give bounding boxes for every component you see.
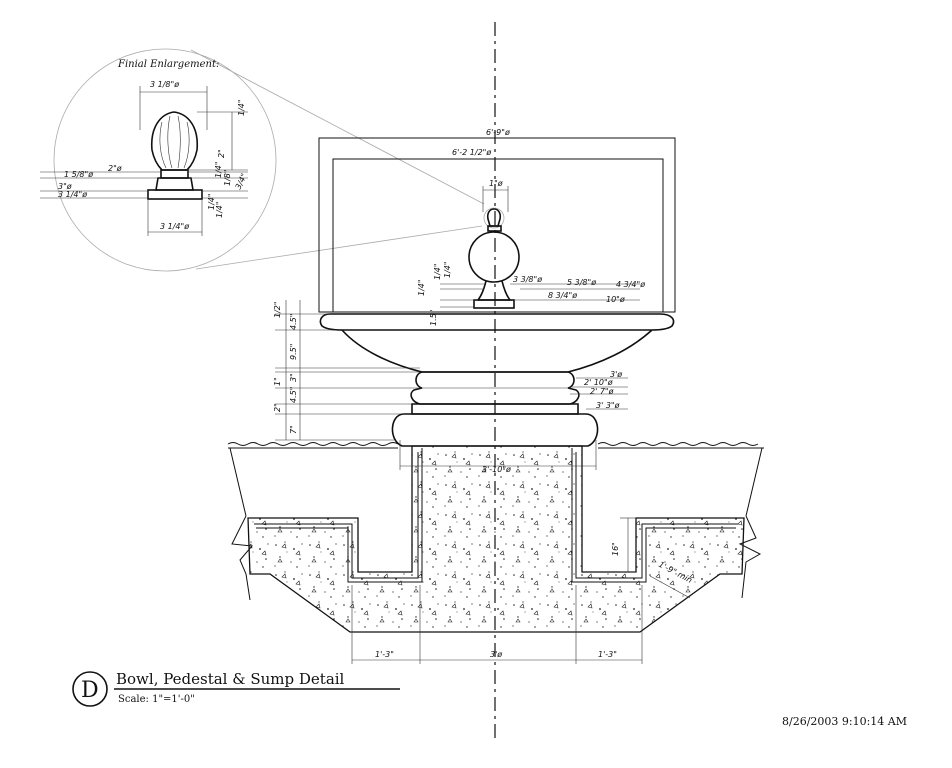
neck-dim-d: 1.5" <box>429 310 438 326</box>
elev-left-7: 2" <box>273 403 282 412</box>
sump-detail: 3'-10"ø 16" 1'-9" min 1'-3" 3'ø 1'-3" <box>227 440 764 664</box>
bowl-assembly: 6'-9"ø 6'-2 1/2"ø 1"ø 3 3/8"ø 5 3/8"ø 4 … <box>273 128 676 447</box>
ball-dim-c: 4 3/4"ø <box>616 280 645 289</box>
sump-right-w: 1'-3" <box>598 650 617 659</box>
elev-left-6: 4.5" <box>289 387 298 403</box>
sump-depth: 16" <box>611 542 620 556</box>
sump-center-w: 3'ø <box>490 650 502 659</box>
elev-right-3: 2' 7"ø <box>590 387 614 396</box>
elev-right-4: 3' 3"ø <box>596 401 620 410</box>
finial-enlargement: Finial Enlargement: 3 1/8"ø 2"ø 1 5/8"ø … <box>40 48 505 272</box>
sump-left-w: 1'-3" <box>375 650 394 659</box>
ball-dim-a: 3 3/8"ø <box>513 275 542 284</box>
finial-top-dia: 1"ø <box>489 179 503 188</box>
neck-dim-c: 1/4" <box>417 279 426 296</box>
elev-left-4: 3" <box>289 373 298 382</box>
finial-height: 2" <box>217 149 226 158</box>
sump-top-dia: 3'-10"ø <box>482 465 511 474</box>
detail-letter: D <box>81 678 99 703</box>
finial-left-c: 3"ø <box>58 182 72 191</box>
finial-mid-a: 1/4" <box>214 161 223 178</box>
elev-right-2: 2' 10"ø <box>584 378 613 387</box>
finial-side-a: 1/4" <box>207 193 216 210</box>
ball-dim-e: 10"ø <box>606 295 625 304</box>
elev-left-5: 1" <box>273 377 282 386</box>
detail-title: Bowl, Pedestal & Sump Detail <box>116 670 345 688</box>
neck-dim-a: 1/4" <box>433 263 442 280</box>
ball-dim-b: 5 3/8"ø <box>567 278 596 287</box>
elev-right-1: 3'ø <box>610 370 622 379</box>
finial-mid-b: 1/8" <box>223 169 232 186</box>
timestamp: 8/26/2003 9:10:14 AM <box>782 715 907 728</box>
finial-left-d: 3 1/4"ø <box>58 190 87 199</box>
finial-side-b: 1/4" <box>215 201 224 218</box>
elev-left-2: 4.5" <box>289 314 298 330</box>
elev-left-3: 9.5" <box>289 344 298 360</box>
bowl-outer-dia: 6'-9"ø <box>486 128 510 137</box>
finial-top-width: 3 1/8"ø <box>150 80 179 89</box>
finial-base-width: 3 1/4"ø <box>160 222 189 231</box>
ball-dim-d: 8 3/4"ø <box>548 291 577 300</box>
finial-heading: Finial Enlargement: <box>117 59 219 70</box>
detail-scale: Scale: 1"=1'-0" <box>118 694 195 705</box>
elev-left-8: 7" <box>289 425 298 434</box>
finial-mid-c: 3/4" <box>234 172 249 191</box>
finial-cap: 1/4" <box>237 99 246 116</box>
title-block: D Bowl, Pedestal & Sump Detail Scale: 1"… <box>72 670 400 707</box>
elev-left-1: 1/2" <box>273 301 282 318</box>
finial-left-a: 2"ø <box>108 164 122 173</box>
neck-dim-b: 1/4" <box>443 261 452 278</box>
finial-left-b: 1 5/8"ø <box>64 170 93 179</box>
bowl-inner-dia: 6'-2 1/2"ø <box>452 148 491 157</box>
